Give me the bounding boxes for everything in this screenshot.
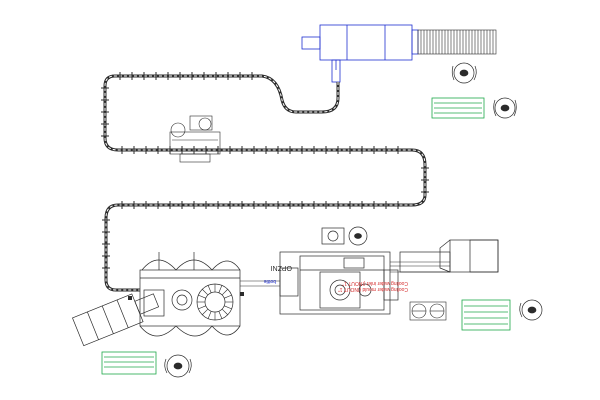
star-wheel-spoke	[224, 294, 232, 299]
operator-center	[321, 226, 368, 246]
star-wheel-spoke	[202, 289, 209, 296]
star-wheel-spoke	[207, 311, 212, 319]
star-wheel-spoke	[221, 289, 228, 296]
preform-loader	[72, 293, 160, 347]
conveyor-path	[103, 74, 427, 292]
star-wheel-spoke	[218, 311, 223, 319]
star-wheel	[197, 284, 233, 320]
labeling-machine	[169, 115, 221, 163]
conveyor-brackets	[101, 72, 429, 269]
star-wheel-spoke	[202, 308, 209, 315]
operator-top	[451, 62, 477, 84]
main-machine	[279, 251, 399, 315]
star-wheel-spoke	[224, 305, 232, 310]
cooling-note-1: Cooling water inlet (INOUT 1"	[342, 280, 408, 286]
top-slat-conveyor	[417, 29, 497, 55]
fan-unit	[409, 301, 447, 321]
machine-label-opzni: OPZNI	[271, 264, 292, 271]
star-wheel-spoke	[198, 305, 206, 310]
operator-bottom	[164, 354, 192, 378]
operator-top-2	[493, 97, 517, 119]
conveyor-path-inner	[104, 75, 426, 291]
cooling-note-2: Cooling water mould (INOUT 1"	[338, 286, 408, 292]
green-rack-right	[461, 299, 511, 331]
marker-pins	[128, 292, 244, 300]
cooling-notes: Cooling water inlet (INOUT 1" Cooling wa…	[338, 280, 408, 292]
preform-hopper	[399, 239, 499, 273]
star-wheel-spoke	[218, 285, 223, 293]
operator-right	[519, 299, 543, 321]
green-rack-bottom	[101, 351, 157, 375]
top-blue-machine	[301, 24, 419, 83]
blow-molding-machine	[139, 252, 241, 337]
star-wheel-spoke	[198, 294, 206, 299]
star-wheel-spoke	[221, 308, 228, 315]
star-wheel-spoke	[207, 285, 212, 293]
green-rack-top	[431, 97, 485, 119]
bottle-label: bottle	[264, 278, 276, 284]
